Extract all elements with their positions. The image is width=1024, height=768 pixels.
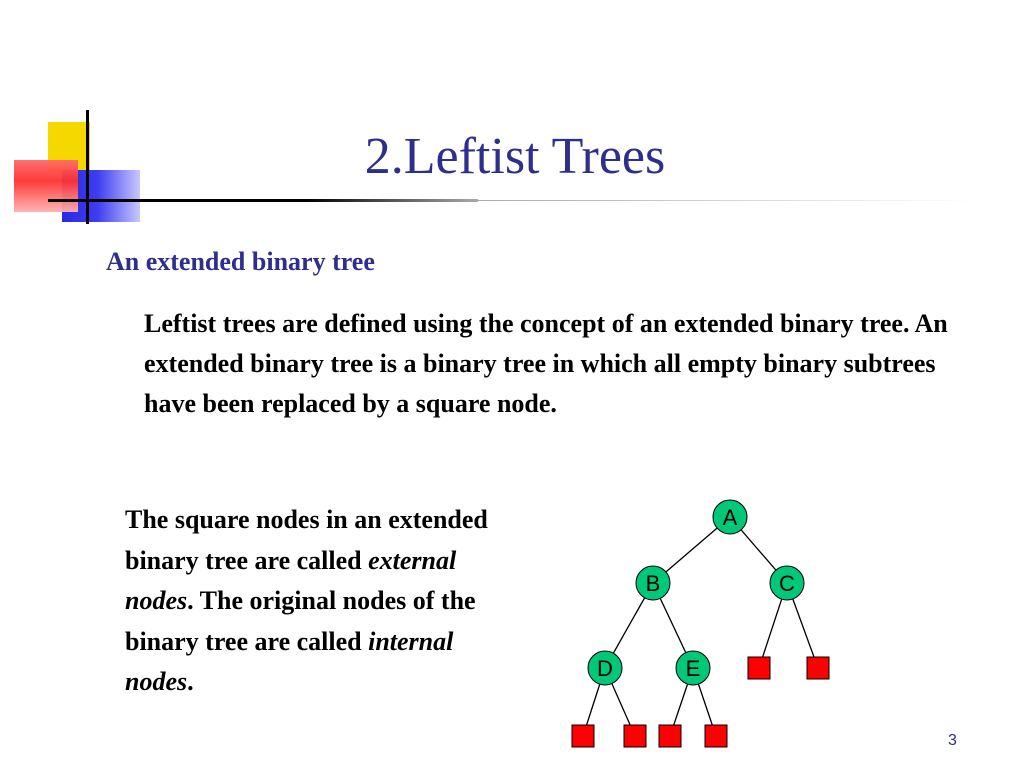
- internal-node-c: C: [769, 565, 805, 601]
- paragraph-text-part1: The square nodes in an extended binary t…: [125, 505, 488, 575]
- internal-node-a: A: [712, 499, 748, 535]
- term-internal-nodes: internal nodes: [125, 626, 454, 697]
- internal-node-d: D: [587, 650, 623, 686]
- page-number: 3: [948, 732, 957, 749]
- definition-paragraph: Leftist trees are defined using the conc…: [144, 309, 948, 418]
- internal-node-e: E: [675, 650, 711, 686]
- node-label-e: E: [686, 656, 701, 681]
- node-types-paragraph: The square nodes in an extended binary t…: [125, 500, 515, 703]
- internal-nodes: A B C D E: [587, 499, 805, 686]
- external-node: [704, 724, 728, 748]
- node-label-c: C: [779, 571, 795, 596]
- external-node: [806, 656, 830, 680]
- slide-title: 2.Leftist Trees: [364, 128, 666, 185]
- external-nodes: [571, 656, 830, 748]
- paragraph-text-part3: .: [187, 667, 194, 696]
- node-label-a: A: [723, 505, 738, 530]
- external-node: [623, 724, 647, 748]
- slide-subtitle: An extended binary tree: [106, 247, 375, 276]
- external-node: [658, 724, 682, 748]
- node-label-d: D: [597, 656, 613, 681]
- internal-node-b: B: [635, 565, 671, 601]
- node-label-b: B: [646, 571, 661, 596]
- term-external-nodes: external nodes: [125, 545, 457, 616]
- external-node: [747, 656, 771, 680]
- title-underline: [48, 199, 478, 202]
- decor-red-square: [14, 160, 78, 212]
- title-underline-fade: [478, 200, 978, 201]
- external-node: [571, 724, 595, 748]
- paragraph-text-part2: . The original nodes of the binary tree …: [125, 586, 476, 656]
- tree-edges: [582, 516, 819, 737]
- decor-vertical-line: [86, 110, 89, 224]
